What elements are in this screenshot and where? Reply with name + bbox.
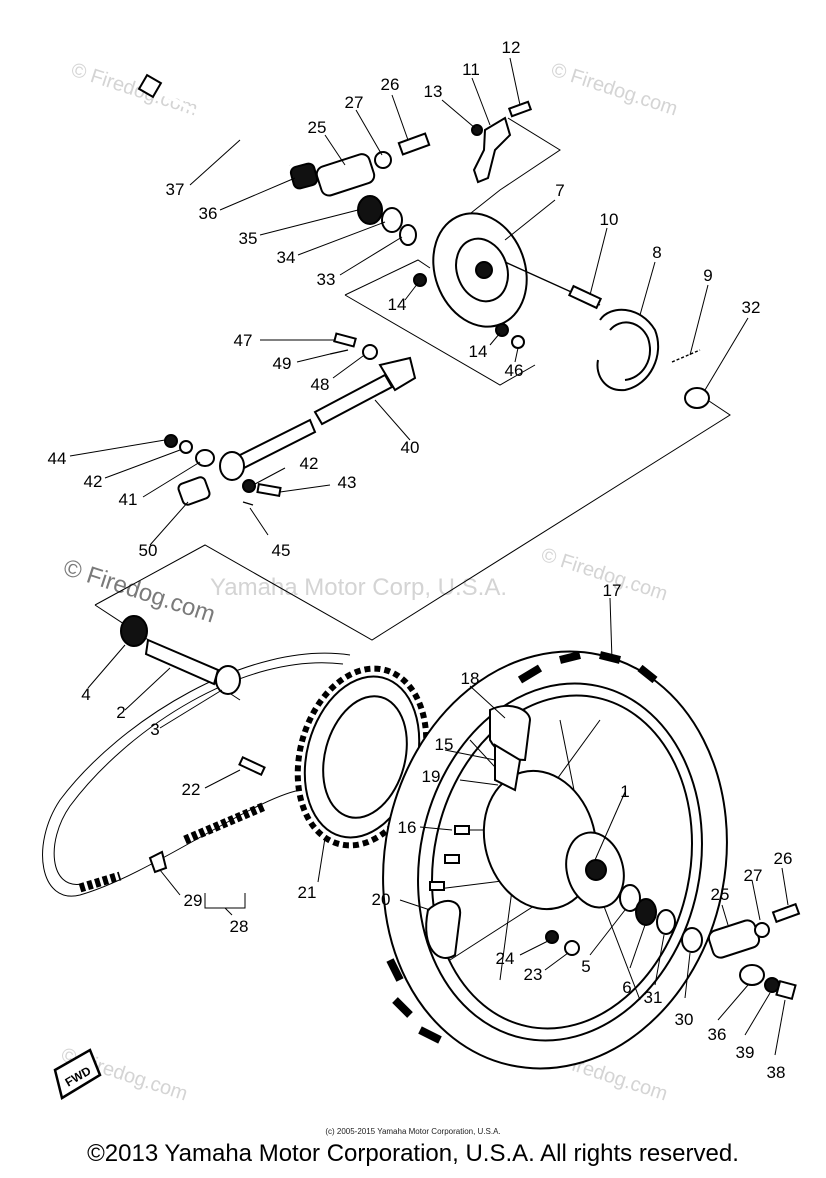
callout-29: 29 [184, 891, 203, 910]
wheel-spacers-4-2-3 [120, 615, 241, 695]
callout-5: 5 [581, 957, 590, 976]
small-parts-41-50 [164, 434, 282, 506]
chain-28 [78, 755, 267, 893]
callout-15: 15 [435, 735, 454, 754]
callout-20: 20 [372, 890, 391, 909]
callout-28: 28 [230, 917, 249, 936]
bolt-47-49-48 [329, 332, 378, 360]
callout-37: 37 [166, 180, 185, 199]
callout-10: 10 [600, 210, 619, 229]
callout-25: 25 [308, 118, 327, 137]
callout-6: 6 [622, 978, 631, 997]
callout-36: 36 [199, 204, 218, 223]
callout-12: 12 [502, 38, 521, 57]
brake-bracket-11 [471, 100, 533, 184]
fwd-arrow-icon: FWD [53, 1048, 102, 1100]
callout-33: 33 [317, 270, 336, 289]
callout-13: 13 [424, 82, 443, 101]
callout-18: 18 [461, 669, 480, 688]
brake-plate-7 [432, 212, 601, 328]
rear-wheel [382, 650, 728, 1070]
callout-46: 46 [505, 361, 524, 380]
callout-26: 26 [381, 75, 400, 94]
callout-2: 2 [116, 703, 125, 722]
callout-25b: 25 [711, 885, 730, 904]
callout-11: 11 [462, 60, 480, 79]
callout-8: 8 [652, 243, 661, 262]
callout-23: 23 [524, 965, 543, 984]
callout-21: 21 [298, 883, 317, 902]
callout-45: 45 [272, 541, 291, 560]
callout-34: 34 [277, 248, 296, 267]
callout-43: 43 [338, 473, 357, 492]
callout-31: 31 [644, 988, 663, 1007]
watermark-firedog: © Firedog.com [68, 59, 200, 121]
callout-38: 38 [767, 1063, 786, 1082]
leader-lines [69, 57, 789, 1056]
callout-labels: 12 11 13 26 27 25 37 36 35 34 33 7 10 8 … [48, 38, 793, 1082]
callout-32: 32 [742, 298, 761, 317]
callout-48: 48 [311, 375, 330, 394]
brake-shoes-8 [567, 284, 710, 409]
callout-42b: 42 [300, 454, 319, 473]
right-side-parts [619, 884, 801, 1001]
callout-19: 19 [422, 767, 441, 786]
small-credit-text: (c) 2005-2015 Yamaha Motor Corporation, … [325, 1127, 501, 1136]
callout-27b: 27 [744, 866, 763, 885]
callout-24: 24 [496, 949, 515, 968]
callout-40: 40 [401, 438, 420, 457]
callout-49: 49 [273, 354, 292, 373]
callout-36b: 36 [708, 1025, 727, 1044]
callout-17: 17 [603, 581, 622, 600]
watermark-firedog: © Firedog.com [548, 59, 680, 121]
callout-42: 42 [84, 472, 103, 491]
callout-35: 35 [239, 229, 258, 248]
callout-16: 16 [398, 818, 417, 837]
callout-3: 3 [150, 720, 159, 739]
bushings-14-46 [413, 273, 525, 349]
chain-adjuster-top [289, 132, 431, 197]
callout-44: 44 [48, 449, 67, 468]
callout-4: 4 [81, 685, 90, 704]
callout-7: 7 [555, 181, 564, 200]
callout-9: 9 [703, 266, 712, 285]
spacers-35-34-33 [357, 195, 417, 246]
callout-22: 22 [182, 780, 201, 799]
watermark-yamaha: Yamaha Motor Corp, U.S.A. [210, 574, 507, 601]
callout-47: 47 [234, 331, 253, 350]
callout-39: 39 [736, 1043, 755, 1062]
sprocket-21 [294, 665, 430, 849]
axle-37 [137, 73, 291, 167]
callout-1: 1 [620, 782, 629, 801]
torque-rod-40 [219, 356, 417, 481]
callout-14: 14 [388, 295, 407, 314]
callout-50: 50 [139, 541, 158, 560]
callout-41: 41 [119, 490, 138, 509]
copyright-footer: ©2013 Yamaha Motor Corporation, U.S.A. A… [87, 1140, 739, 1167]
callout-30: 30 [675, 1010, 694, 1029]
callout-14b: 14 [469, 342, 488, 361]
callout-27: 27 [345, 93, 364, 112]
callout-26b: 26 [774, 849, 793, 868]
